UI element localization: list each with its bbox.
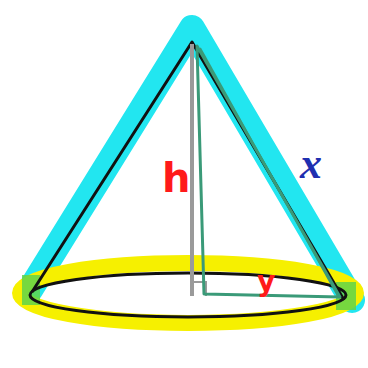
radius-label: y	[257, 268, 275, 296]
right-triangle	[197, 46, 340, 297]
base-highlight	[20, 263, 356, 323]
cone-outline	[32, 42, 344, 300]
height-line	[190, 44, 194, 296]
height-label: h	[162, 158, 190, 198]
right-triangle-hypotenuse	[200, 48, 338, 296]
slant-highlight	[30, 28, 352, 300]
slant-label: x	[300, 142, 322, 186]
